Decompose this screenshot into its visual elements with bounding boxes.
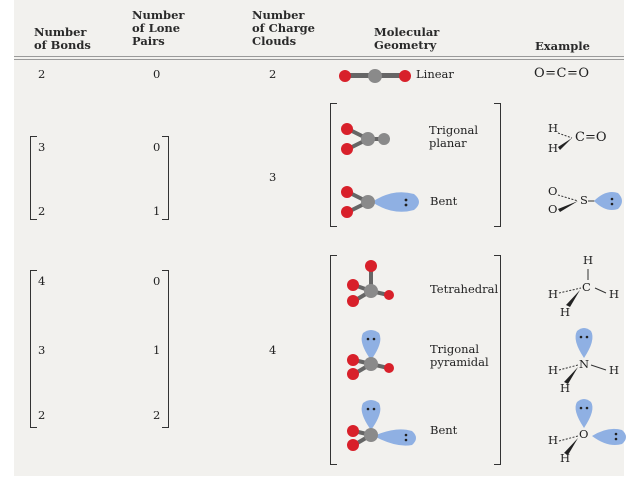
bracket-bonds-3-left: [30, 136, 37, 220]
header-clouds-line3: Clouds: [252, 34, 297, 48]
formaldehyde-h-top: H: [548, 121, 559, 135]
header-divider-bottom: [14, 59, 624, 60]
linear-molecule-icon: [339, 69, 411, 83]
header-lone-line3: Pairs: [132, 34, 165, 48]
bent-3-molecule-icon: [341, 186, 419, 218]
bonds-3: 3: [38, 140, 46, 154]
clouds-4: 4: [269, 343, 277, 357]
methane-h-bottom: H: [560, 305, 571, 319]
bonds-3b: 3: [38, 343, 46, 357]
ammonia-h-left: H: [548, 363, 559, 377]
so2-structure-icon: [557, 192, 622, 212]
header-geometry-line1: Molecular: [374, 25, 440, 39]
trigonal-planar-molecule-icon: [341, 123, 390, 155]
header-bonds: Number of Bonds: [34, 26, 91, 52]
trigonal-planar-line1: Trigonal: [429, 123, 479, 137]
geometry-table: Number of Bonds Number of Lone Pairs Num…: [14, 0, 626, 476]
methane-h-left: H: [548, 287, 559, 301]
header-divider-top: [14, 56, 624, 57]
so2-o-top: O: [548, 184, 558, 198]
header-clouds-line2: of Charge: [252, 21, 316, 35]
header-example: Example: [535, 39, 590, 53]
header-geometry-line2: Geometry: [374, 38, 437, 52]
bent-3-label: Bent: [430, 194, 458, 208]
header-bonds-line1: Number: [34, 25, 87, 39]
trigonal-planar-line2: planar: [429, 136, 467, 150]
bracket-lone-3-right: [162, 136, 169, 220]
header-geometry: Molecular Geometry: [374, 26, 439, 52]
lone-2b: 2: [153, 408, 161, 422]
header-lone-line1: Number: [132, 8, 185, 22]
clouds-3: 3: [269, 170, 277, 184]
so2-o-bottom: O: [548, 202, 558, 216]
water-h-left: H: [548, 433, 559, 447]
bracket-bonds-4-left: [30, 270, 37, 428]
tetrahedral-molecule-icon: [347, 260, 394, 307]
so2-s: S: [580, 193, 588, 207]
tetrahedral-label: Tetrahedral: [430, 282, 499, 296]
lone-1b: 1: [153, 343, 161, 357]
trigonal-pyramidal-label: Trigonal pyramidal: [430, 343, 489, 369]
bracket-geometry-3-left: [330, 103, 337, 227]
methane-h-top: H: [583, 253, 594, 267]
trigonal-planar-label: Trigonal planar: [429, 124, 478, 150]
formaldehyde-h-bottom: H: [548, 141, 559, 155]
bracket-lone-4-right: [162, 270, 169, 428]
linear-geometry-label: Linear: [416, 67, 454, 81]
linear-clouds: 2: [269, 67, 277, 81]
ammonia-structure-icon: [558, 328, 607, 384]
ammonia-h-bottom: H: [560, 381, 571, 395]
header-clouds-line1: Number: [252, 8, 305, 22]
methane-h-right: H: [609, 287, 620, 301]
bracket-geometry-4-left: [330, 255, 337, 465]
trigonal-pyramidal-line1: Trigonal: [430, 342, 480, 356]
methane-c: C: [582, 280, 591, 294]
header-charge-clouds: Number of Charge Clouds: [252, 9, 315, 48]
header-bonds-line2: of Bonds: [34, 38, 91, 52]
linear-bonds: 2: [38, 67, 46, 81]
trigonal-pyramidal-line2: pyramidal: [430, 355, 489, 369]
bent-4-molecule-icon: [347, 400, 416, 451]
formaldehyde-structure-icon: [557, 132, 573, 150]
linear-lone-pairs: 0: [153, 67, 161, 81]
bracket-geometry-4-right: [494, 255, 501, 465]
header-lone-pairs: Number of Lone Pairs: [132, 9, 184, 48]
bonds-2b: 2: [38, 408, 46, 422]
water-structure-icon: [558, 399, 626, 455]
trigonal-pyramidal-molecule-icon: [347, 330, 394, 380]
co2-example: O=C=O: [534, 66, 590, 81]
ammonia-n: N: [579, 357, 590, 371]
water-o: O: [579, 427, 589, 441]
formaldehyde-co: C=O: [575, 130, 607, 145]
lone-1a: 1: [153, 204, 161, 218]
bonds-4: 4: [38, 274, 46, 288]
bracket-geometry-3-right: [494, 103, 501, 227]
lone-0b: 0: [153, 274, 161, 288]
methane-structure-icon: [558, 269, 607, 307]
bent-4-label: Bent: [430, 423, 458, 437]
bonds-2a: 2: [38, 204, 46, 218]
header-lone-line2: of Lone: [132, 21, 181, 35]
lone-0a: 0: [153, 140, 161, 154]
ammonia-h-right: H: [609, 363, 620, 377]
water-h-bottom: H: [560, 451, 571, 465]
